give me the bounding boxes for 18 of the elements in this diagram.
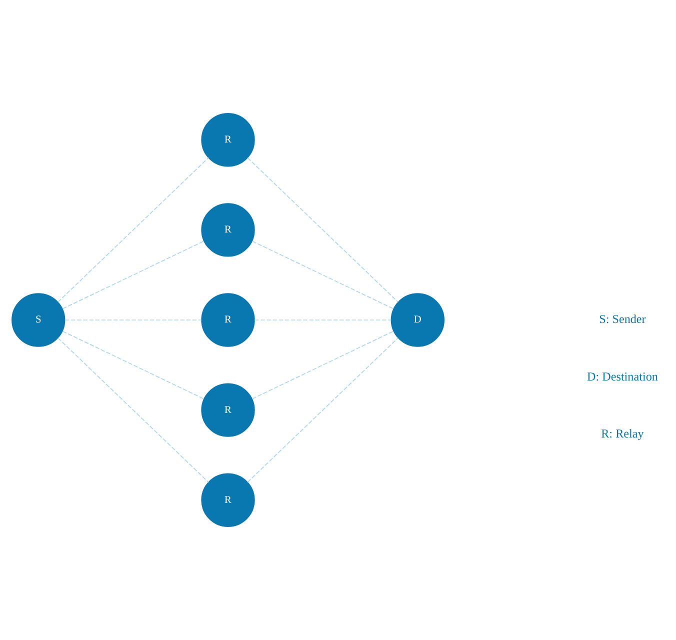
node-circle: R — [201, 383, 255, 437]
connector — [247, 337, 399, 483]
connector — [58, 338, 209, 483]
label: S: Sender — [599, 312, 646, 326]
label: R: Relay — [601, 426, 644, 441]
node-circle: R — [201, 473, 255, 527]
node-circle: S — [12, 293, 66, 347]
node-circle: R — [201, 203, 255, 257]
label: D: Destination — [586, 369, 658, 384]
node-circle: D — [390, 293, 445, 347]
node-circle: R — [201, 293, 255, 347]
connector — [252, 330, 394, 400]
connector — [58, 157, 209, 302]
connector — [247, 157, 399, 303]
connector — [62, 330, 204, 400]
connector — [252, 240, 394, 310]
node-circle: R — [201, 113, 255, 167]
connector — [62, 240, 204, 310]
